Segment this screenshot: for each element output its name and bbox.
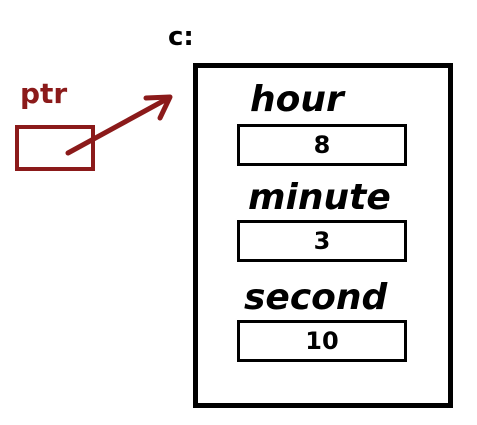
struct-label: c: <box>168 22 194 52</box>
field-name-second: second <box>244 277 388 318</box>
field-value-minute: 3 <box>237 220 407 262</box>
struct-box <box>193 63 453 408</box>
field-name-hour: hour <box>250 79 344 120</box>
field-value-second: 10 <box>237 320 407 362</box>
arrow-shaft <box>65 97 168 156</box>
pointer-box <box>15 125 95 171</box>
arrow-head <box>143 94 173 121</box>
field-name-minute: minute <box>248 177 391 218</box>
pointer-label: ptr <box>20 77 68 110</box>
field-value-hour: 8 <box>237 124 407 166</box>
